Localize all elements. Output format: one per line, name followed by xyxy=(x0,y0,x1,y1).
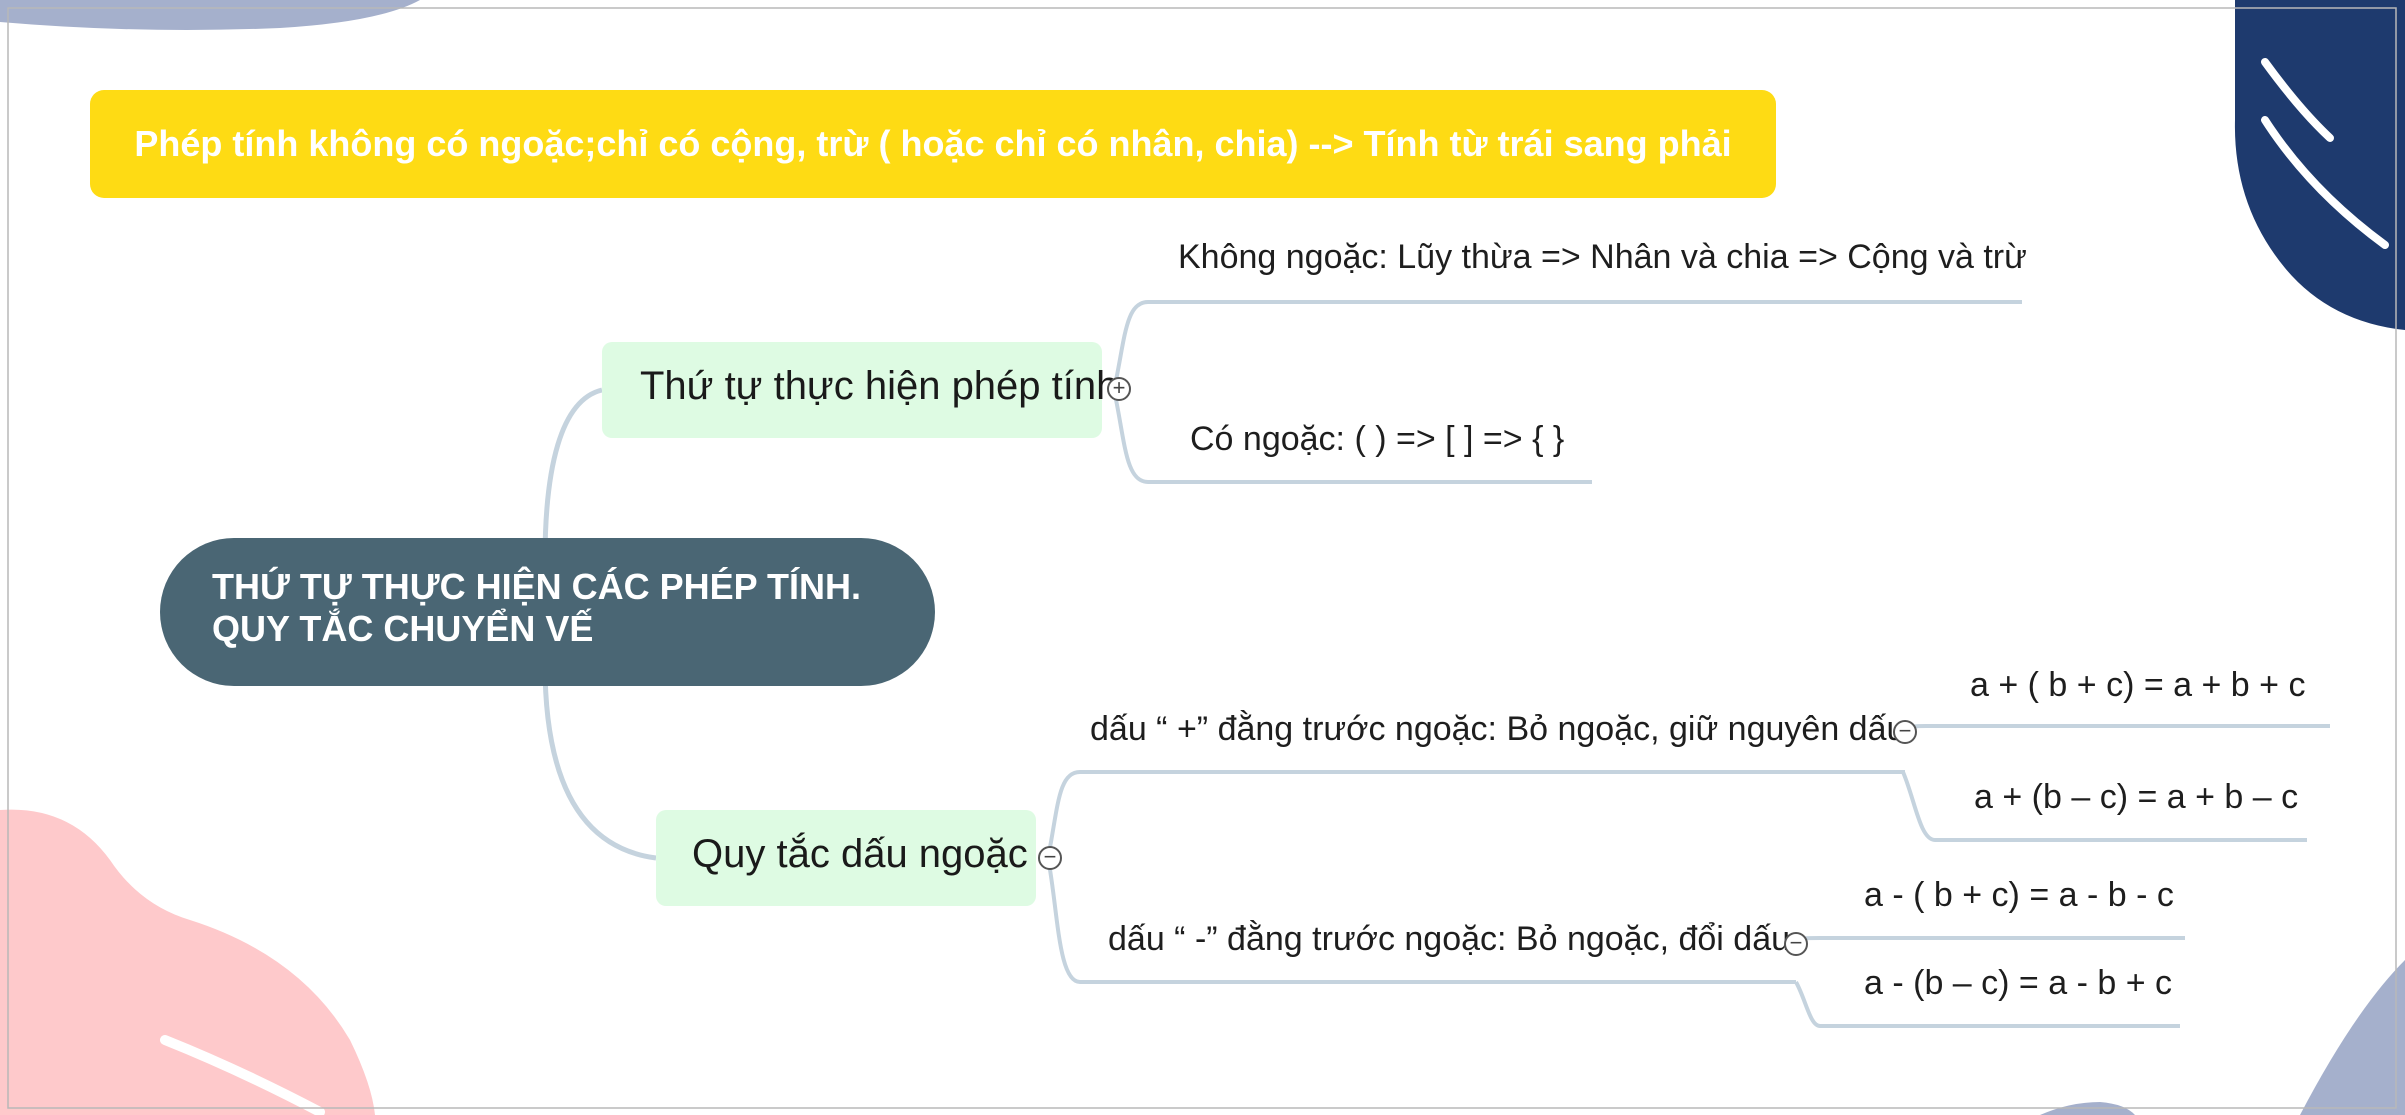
connector-minus-example-1 xyxy=(1795,936,2185,942)
bottom-right-blob xyxy=(2300,960,2405,1115)
collapse-toggle-plus-rule-icon[interactable]: − xyxy=(1893,720,1917,744)
top-right-navy-blob xyxy=(2234,0,2405,330)
connector-order-child-1 xyxy=(1112,300,2022,391)
topic-order-of-operations[interactable]: Thứ tự thực hiện phép tính xyxy=(602,342,1118,438)
collapse-toggle-order-icon[interactable]: + xyxy=(1107,377,1131,401)
collapse-toggle-minus-rule-icon[interactable]: − xyxy=(1784,932,1808,956)
connector-brackets-plus xyxy=(1046,770,1905,859)
plus-rule-leaf[interactable]: dấu “ +” đằng trước ngoặc: Bỏ ngoặc, giữ… xyxy=(1090,710,1906,748)
topic-brackets-label: Quy tắc dấu ngoặc xyxy=(692,832,1028,876)
connector-order-child-2 xyxy=(1112,389,1592,484)
plus-example-1[interactable]: a + ( b + c) = a + b + c xyxy=(1970,666,2306,704)
central-topic-line-1: THỨ TỰ THỰC HIỆN CÁC PHÉP TÍNH. xyxy=(212,566,861,607)
top-right-stroke-1 xyxy=(2261,58,2334,142)
connector-plus-example-1 xyxy=(1901,723,2330,734)
bottom-left-stroke xyxy=(160,1035,325,1115)
topic-order-label: Thứ tự thực hiện phép tính xyxy=(640,364,1119,408)
top-left-blob xyxy=(0,0,420,30)
minus-example-2[interactable]: a - (b – c) = a - b + c xyxy=(1864,964,2173,1002)
connector-root-order xyxy=(542,387,603,561)
topic-bracket-rules[interactable]: Quy tắc dấu ngoặc xyxy=(656,810,1036,906)
note-banner: Phép tính không có ngoặc;chỉ có cộng, tr… xyxy=(90,90,1776,198)
bottom-left-pink-blob xyxy=(0,809,375,1115)
order-no-brackets-leaf[interactable]: Không ngoặc: Lũy thừa => Nhân và chia =>… xyxy=(1178,238,2027,276)
plus-example-2[interactable]: a + (b – c) = a + b – c xyxy=(1974,778,2299,816)
minus-rule-leaf[interactable]: dấu “ -” đằng trước ngoặc: Bỏ ngoặc, đổi… xyxy=(1108,920,1791,958)
connector-plus-example-2 xyxy=(1901,771,2307,842)
central-topic-line-2: QUY TẮC CHUYỂN VẾ xyxy=(212,608,594,649)
order-with-brackets-leaf[interactable]: Có ngoặc: ( ) => [ ] => { } xyxy=(1190,420,1565,458)
connector-root-brackets xyxy=(542,663,657,861)
collapse-toggle-brackets-icon[interactable]: − xyxy=(1038,846,1062,870)
central-topic[interactable]: THỨ TỰ THỰC HIỆN CÁC PHÉP TÍNH. QUY TẮC … xyxy=(160,538,935,686)
connector-minus-example-2 xyxy=(1794,981,2180,1028)
connector-brackets-minus xyxy=(1046,857,1796,984)
top-right-stroke-2 xyxy=(2261,116,2389,249)
canvas-border xyxy=(7,7,2397,1109)
minus-example-1[interactable]: a - ( b + c) = a - b - c xyxy=(1864,876,2174,914)
